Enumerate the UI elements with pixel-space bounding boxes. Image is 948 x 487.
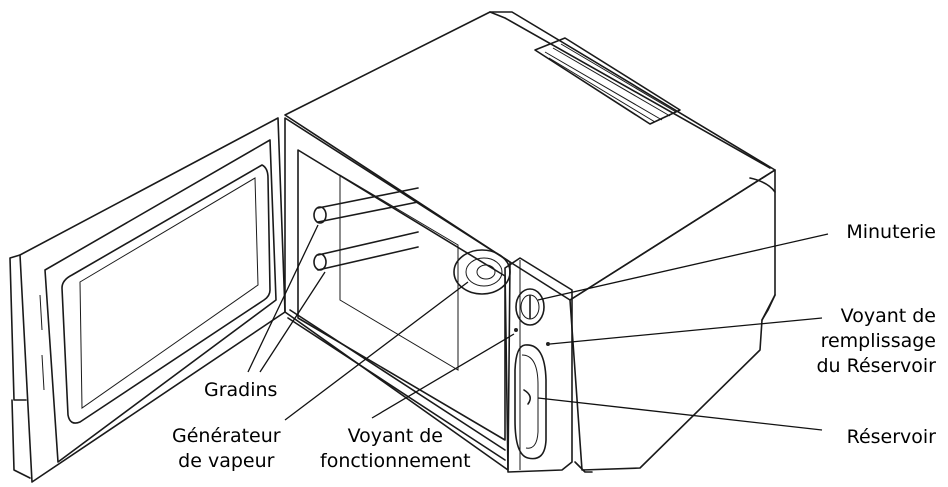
leader-voyant-fonctionnement <box>371 333 515 419</box>
oven-front <box>284 117 511 471</box>
timer-knob <box>515 288 545 326</box>
leader-lines <box>247 224 829 431</box>
leader-gradins-2 <box>259 271 326 373</box>
control-panel <box>504 257 573 473</box>
label-voyant-remplissage: Voyant de remplissage du Réservoir <box>816 305 936 377</box>
fill-light-dot <box>546 342 550 346</box>
operation-light-dot <box>514 328 518 332</box>
rack-rails <box>313 187 419 271</box>
steam-generator-shape <box>453 249 511 295</box>
water-tank <box>514 344 547 460</box>
leader-generateur <box>284 281 469 421</box>
label-minuterie: Minuterie <box>846 221 936 243</box>
oven-body <box>284 11 776 473</box>
leader-voyant-remplissage <box>549 317 823 345</box>
label-voyant-fonctionnement: Voyant de fonctionnement <box>320 425 471 472</box>
leader-gradins-1 <box>247 224 319 373</box>
label-reservoir: Réservoir <box>846 426 936 448</box>
vent-grill <box>534 37 681 125</box>
oven-door <box>9 117 286 483</box>
label-generateur: Générateur de vapeur <box>172 425 281 472</box>
leader-reservoir <box>537 397 823 431</box>
leader-minuterie <box>537 233 829 301</box>
label-gradins: Gradins <box>204 379 278 401</box>
